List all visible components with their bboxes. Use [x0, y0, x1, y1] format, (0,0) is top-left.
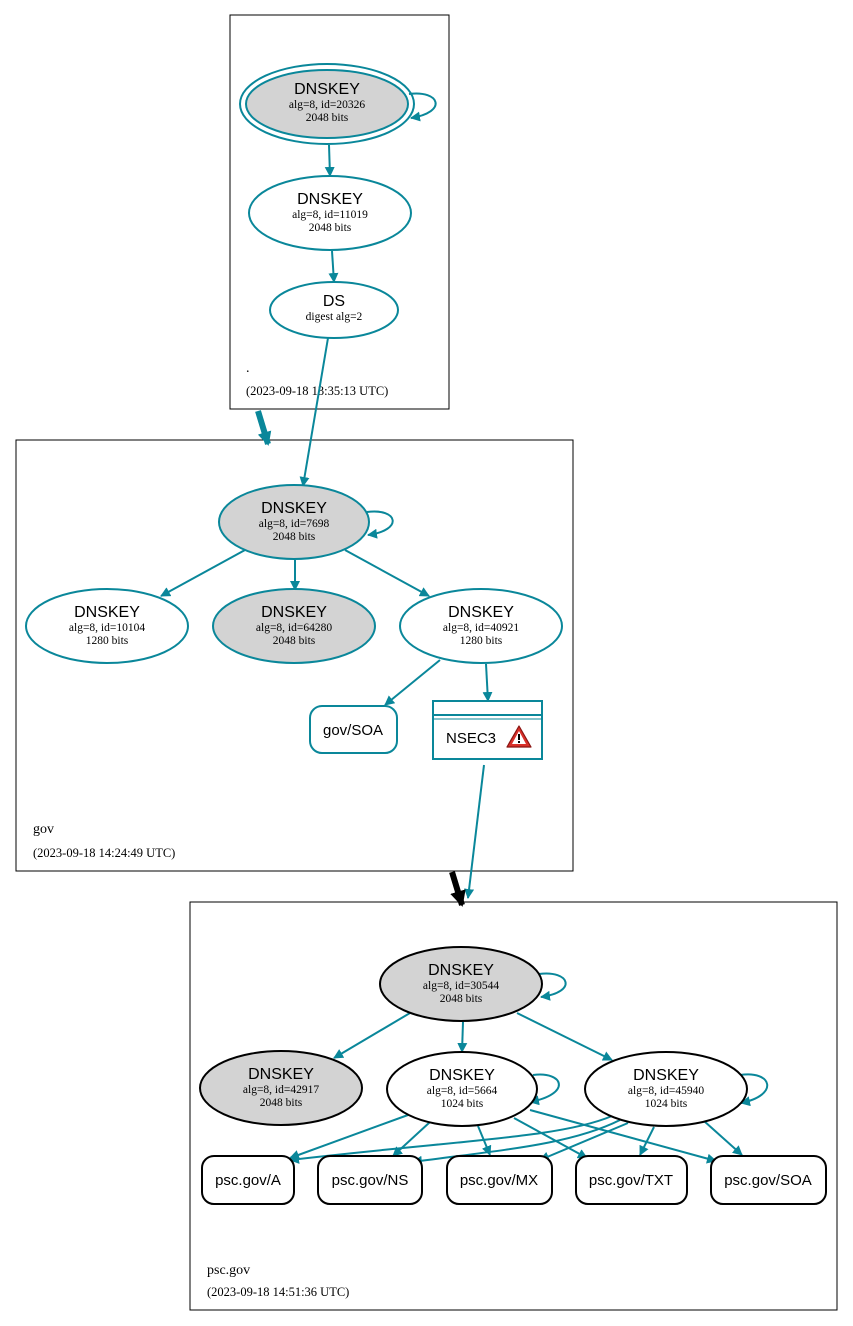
node-detail: alg=8, id=40921 — [443, 622, 519, 634]
node-detail: 2048 bits — [306, 112, 349, 124]
node-title: DS — [323, 293, 345, 310]
ds-node[interactable]: DS digest alg=2 — [269, 281, 399, 339]
zone-timestamp: (2023-09-18 14:24:49 UTC) — [33, 846, 175, 860]
dnskey-node-45940[interactable]: DNSKEY alg=8, id=45940 1024 bits — [584, 1051, 748, 1127]
node-title: DNSKEY — [261, 500, 327, 517]
rr-label: psc.gov/NS — [332, 1172, 409, 1189]
zone-gov: gov (2023-09-18 14:24:49 UTC) — [15, 439, 574, 872]
edge-30544-to-5664 — [457, 1021, 468, 1053]
dnskey-node-64280[interactable]: DNSKEY alg=8, id=64280 2048 bits — [212, 588, 376, 664]
zone-name: gov — [33, 822, 54, 837]
dnskey-node-20326[interactable]: DNSKEY alg=8, id=20326 2048 bits — [239, 63, 415, 145]
rr-label: psc.gov/TXT — [589, 1172, 673, 1189]
rr-label: psc.gov/A — [215, 1172, 281, 1189]
node-title: DNSKEY — [294, 81, 360, 98]
edge-40921-to-nsec3 — [482, 663, 493, 702]
node-title: DNSKEY — [448, 604, 514, 621]
node-detail: 2048 bits — [440, 993, 483, 1005]
edge-ds-to-gov-7698 — [299, 337, 329, 487]
node-title: DNSKEY — [74, 604, 140, 621]
edge-self-45940 — [739, 1073, 769, 1107]
dnskey-node-11019[interactable]: DNSKEY alg=8, id=11019 2048 bits — [248, 175, 412, 251]
edge-20326-to-11019 — [324, 144, 335, 177]
node-detail: alg=8, id=45940 — [628, 1085, 704, 1097]
edge-7698-to-40921 — [344, 549, 430, 597]
node-detail: alg=8, id=5664 — [427, 1085, 498, 1097]
rr-label: gov/SOA — [323, 722, 383, 739]
node-detail: 2048 bits — [273, 635, 316, 647]
node-detail: alg=8, id=7698 — [259, 518, 330, 530]
edge-7698-to-10104 — [160, 549, 246, 597]
edge-5664-to-a — [289, 1114, 409, 1160]
zone-name: . — [246, 361, 250, 376]
edge-45940-to-a — [289, 1115, 613, 1164]
edge-45940-to-ns — [412, 1119, 621, 1166]
rr-node-psc-a[interactable]: psc.gov/A — [201, 1155, 295, 1205]
rr-node-psc-txt[interactable]: psc.gov/TXT — [575, 1155, 688, 1205]
edge-nsec3-to-psc — [464, 764, 485, 899]
rr-node-psc-mx[interactable]: psc.gov/MX — [446, 1155, 553, 1205]
node-detail: alg=8, id=10104 — [69, 622, 145, 634]
zone-root: . (2023-09-18 13:35:13 UTC) — [229, 14, 450, 410]
node-detail: alg=8, id=20326 — [289, 99, 365, 111]
nsec3-label: NSEC3 — [446, 730, 496, 747]
edge-self-7698 — [366, 510, 394, 539]
node-detail: alg=8, id=30544 — [423, 980, 499, 992]
zone-timestamp: (2023-09-18 14:51:36 UTC) — [207, 1285, 349, 1299]
edge-5664-to-soa — [529, 1109, 717, 1164]
dnskey-node-5664[interactable]: DNSKEY alg=8, id=5664 1024 bits — [386, 1051, 538, 1127]
node-title: DNSKEY — [428, 962, 494, 979]
dnskey-node-10104[interactable]: DNSKEY alg=8, id=10104 1280 bits — [25, 588, 189, 664]
edges — [160, 92, 769, 1166]
dnskey-node-7698[interactable]: DNSKEY alg=8, id=7698 2048 bits — [218, 484, 370, 560]
node-detail: 2048 bits — [309, 222, 352, 234]
node-title: DNSKEY — [633, 1067, 699, 1084]
node-detail: alg=8, id=64280 — [256, 622, 332, 634]
node-title: DNSKEY — [429, 1067, 495, 1084]
node-detail: 1024 bits — [645, 1098, 688, 1110]
zone-timestamp: (2023-09-18 13:35:13 UTC) — [246, 384, 388, 398]
zone-name: psc.gov — [207, 1263, 250, 1278]
rr-node-psc-soa[interactable]: psc.gov/SOA — [710, 1155, 827, 1205]
dnskey-node-40921[interactable]: DNSKEY alg=8, id=40921 1280 bits — [399, 588, 563, 664]
rr-node-gov-soa[interactable]: gov/SOA — [309, 705, 398, 754]
edge-11019-to-ds — [328, 250, 339, 283]
node-detail: alg=8, id=42917 — [243, 1084, 319, 1096]
edge-5664-to-ns — [392, 1121, 431, 1157]
edge-30544-to-45940 — [516, 1012, 613, 1061]
node-detail: 1280 bits — [86, 635, 129, 647]
node-detail: alg=8, id=11019 — [292, 209, 368, 221]
edge-40921-to-soa — [384, 659, 441, 706]
rr-node-psc-ns[interactable]: psc.gov/NS — [317, 1155, 423, 1205]
dnskey-node-42917[interactable]: DNSKEY alg=8, id=42917 2048 bits — [199, 1050, 363, 1126]
edge-delegation-gov-psc — [449, 871, 466, 907]
edge-5664-to-txt — [513, 1117, 588, 1159]
edge-self-30544 — [538, 972, 567, 1001]
node-detail: 2048 bits — [260, 1097, 303, 1109]
node-title: DNSKEY — [248, 1066, 314, 1083]
node-detail: 2048 bits — [273, 531, 316, 543]
edge-30544-to-42917 — [333, 1012, 411, 1059]
warning-triangle-icon — [506, 725, 532, 748]
node-detail: digest alg=2 — [306, 311, 363, 323]
node-detail: 1024 bits — [441, 1098, 484, 1110]
edge-self-5664 — [529, 1073, 560, 1106]
edge-45940-to-soa — [703, 1120, 743, 1156]
nsec3-node[interactable]: NSEC3 — [432, 700, 543, 760]
node-detail: 1280 bits — [460, 635, 503, 647]
node-title: DNSKEY — [261, 604, 327, 621]
edge-45940-to-mx — [539, 1122, 629, 1162]
zone-psc-gov: psc.gov (2023-09-18 14:51:36 UTC) — [189, 901, 838, 1311]
rr-label: psc.gov/MX — [460, 1172, 538, 1189]
edge-45940-to-txt — [639, 1126, 655, 1156]
edge-self-20326 — [408, 92, 437, 122]
dnskey-node-30544[interactable]: DNSKEY alg=8, id=30544 2048 bits — [379, 946, 543, 1022]
node-title: DNSKEY — [297, 191, 363, 208]
edge-delegation-root-gov — [255, 410, 272, 446]
rr-label: psc.gov/SOA — [724, 1172, 812, 1189]
